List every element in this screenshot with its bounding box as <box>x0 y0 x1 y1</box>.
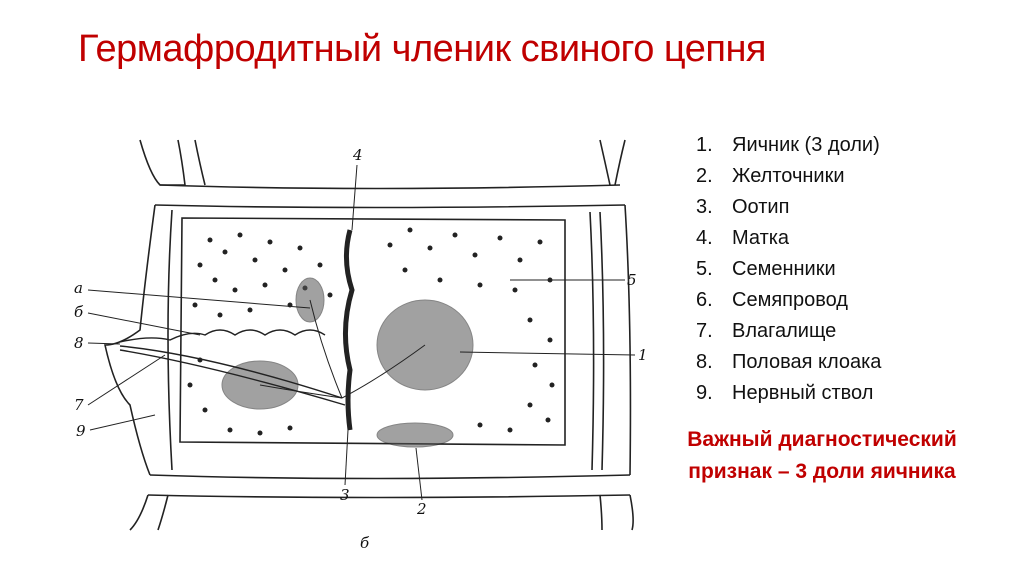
legend-item: 7.Влагалище <box>696 320 837 342</box>
ovary-lobes <box>221 277 474 410</box>
legend-item: 9.Нервный ствол <box>696 382 874 404</box>
label-a: а <box>74 279 83 297</box>
label-3: 3 <box>340 486 350 504</box>
label-5: 5 <box>627 271 637 289</box>
label-9: 9 <box>76 422 86 440</box>
vitelline-gland <box>376 422 454 448</box>
legend-item: 2.Желточники <box>696 165 845 187</box>
uterus <box>343 229 355 431</box>
legend-list: 1.Яичник (3 доли) 2.Желточники 3.Оотип 4… <box>696 130 881 409</box>
label-b: б <box>74 303 84 321</box>
label-8: 8 <box>74 334 84 352</box>
figure-caption: б <box>360 534 370 552</box>
legend-item: 5.Семенники <box>696 258 836 280</box>
leader-lines <box>87 164 636 501</box>
legend-item: 8.Половая клоака <box>696 351 882 373</box>
note-line-2: признак – 3 доли яичника <box>688 460 956 483</box>
proglottid-diagram: а б 8 7 9 4 5 1 3 2 б <box>60 130 660 570</box>
label-2: 2 <box>416 500 427 518</box>
slide-title: Гермафродитный членик свиного цепня <box>78 28 767 70</box>
label-1: 1 <box>638 346 648 364</box>
proglottid-drawing: а б 8 7 9 4 5 1 3 2 б <box>74 139 648 552</box>
segment-outline <box>104 139 634 531</box>
note-line-1: Важный диагностический <box>687 428 957 451</box>
legend-item: 1.Яичник (3 доли) <box>696 134 880 156</box>
diagnostic-note: Важный диагностический признак – 3 доли … <box>632 424 1012 488</box>
legend-item: 4.Матка <box>696 227 790 249</box>
ducts <box>119 329 346 406</box>
legend-item: 3.Оотип <box>696 196 790 218</box>
legend-item: 6.Семяпровод <box>696 289 848 311</box>
label-7: 7 <box>74 396 84 414</box>
label-4: 4 <box>352 146 363 164</box>
